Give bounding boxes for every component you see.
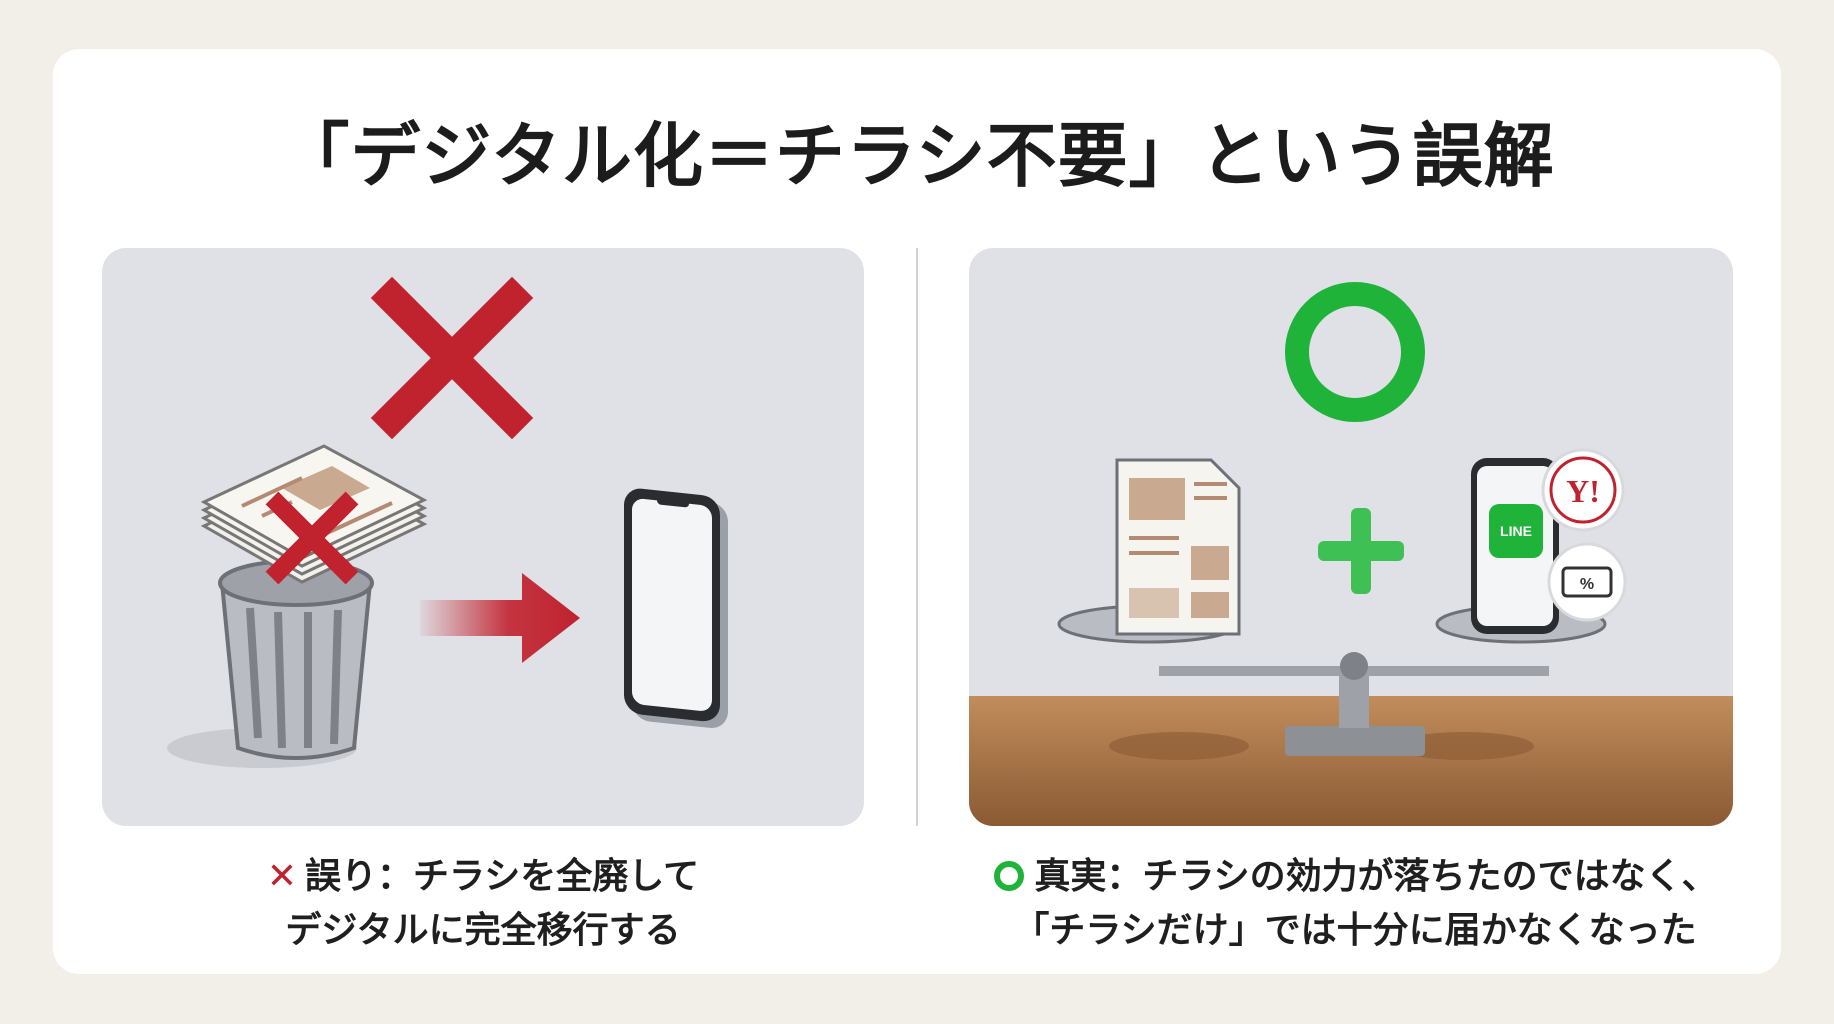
wrong-caption: ✕誤り：チラシを全廃して デジタルに完全移行する bbox=[102, 850, 864, 958]
circle-icon bbox=[1285, 282, 1425, 422]
svg-text:%: % bbox=[1580, 576, 1594, 593]
correct-caption-line2: 「チラシだけ」では十分に届かなくなった bbox=[1013, 910, 1697, 951]
wrong-illustration bbox=[167, 276, 728, 768]
correct-caption-text1: 真実：チラシの効力が落ちたのではなく、 bbox=[1034, 856, 1718, 897]
flyer-stack-icon bbox=[200, 444, 428, 585]
arrow-right-icon bbox=[420, 573, 580, 663]
correct-panel: LINE Y! % bbox=[969, 248, 1733, 826]
trash-can-icon bbox=[167, 559, 374, 768]
panel-divider bbox=[916, 248, 918, 826]
wrong-caption-line1: ✕誤り：チラシを全廃して bbox=[102, 850, 864, 904]
cross-mark-icon: ✕ bbox=[266, 856, 297, 897]
line-app-icon: LINE bbox=[1489, 504, 1543, 558]
plus-icon bbox=[1318, 508, 1404, 594]
circle-mark-icon bbox=[994, 861, 1025, 891]
correct-illustration: LINE Y! % bbox=[969, 282, 1733, 826]
coupon-icon: % bbox=[1547, 542, 1627, 622]
wrong-caption-line2: デジタルに完全移行する bbox=[285, 910, 681, 951]
svg-text:Y!: Y! bbox=[1566, 473, 1600, 509]
wrong-caption-text1: 誤り：チラシを全廃して bbox=[304, 856, 700, 897]
flyer-document-icon bbox=[1115, 458, 1241, 636]
correct-caption: 真実：チラシの効力が落ちたのではなく、 「チラシだけ」では十分に届かなくなった bbox=[960, 850, 1750, 958]
smartphone-icon bbox=[624, 488, 728, 729]
wrong-panel bbox=[102, 248, 864, 826]
correct-caption-line1: 真実：チラシの効力が落ちたのではなく、 bbox=[960, 850, 1750, 904]
yahoo-icon: Y! bbox=[1541, 448, 1625, 532]
svg-text:LINE: LINE bbox=[1500, 523, 1532, 539]
page-title: 「デジタル化＝チラシ不要」という誤解 bbox=[279, 115, 1555, 197]
cross-icon bbox=[370, 276, 534, 440]
